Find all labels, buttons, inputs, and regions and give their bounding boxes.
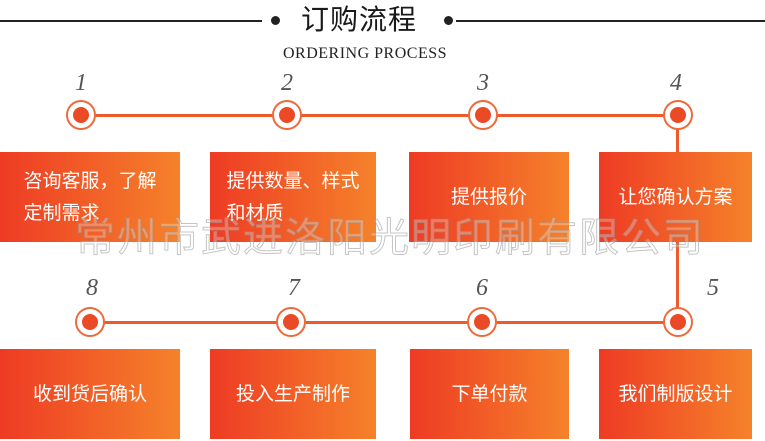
step-node-8 [75,307,105,337]
step-number-2: 2 [281,70,293,96]
step-box-2: 提供数量、样式 和材质 [210,152,376,242]
step-7-label: 投入生产制作 [235,383,350,405]
step-box-3: 提供报价 [409,152,569,242]
step-4-label: 让您确认方案 [618,186,733,208]
step-number-8: 8 [86,275,98,301]
step-1-line-2: 定制需求 [23,202,100,224]
step-number-3: 3 [477,70,489,96]
step-number-5: 5 [707,275,719,301]
step-node-7 [276,307,306,337]
step-2-line-2: 和材质 [226,202,284,224]
step-3-label: 提供报价 [450,186,527,208]
step-number-1: 1 [75,70,87,96]
header-dot-left [271,16,280,25]
step-node-2 [272,100,302,130]
step-1-line-1: 咨询客服，了解 [23,170,157,192]
header-dot-right [444,16,453,25]
header-divider-right [456,20,765,22]
step-node-4 [663,100,693,130]
page-subtitle: ORDERING PROCESS [282,45,448,62]
step-box-1: 咨询客服，了解 定制需求 [0,152,180,242]
step-8-label: 收到货后确认 [32,383,147,405]
step-number-6: 6 [476,275,488,301]
step-box-8: 收到货后确认 [0,349,180,439]
step-box-7: 投入生产制作 [210,349,376,439]
step-box-5: 我们制版设计 [599,349,752,439]
page-title: 订购流程 [300,3,417,36]
step-node-6 [467,307,497,337]
step-5-label: 我们制版设计 [618,383,733,405]
step-node-5 [663,307,693,337]
step-box-4: 让您确认方案 [599,152,752,242]
header-divider-left [0,20,262,22]
step-number-7: 7 [288,275,300,301]
step-node-1 [66,100,96,130]
step-6-label: 下单付款 [451,383,528,405]
top-row-connector [80,114,677,117]
step-2-line-1: 提供数量、样式 [226,170,360,192]
step-box-6: 下单付款 [410,349,569,439]
step-number-4: 4 [670,70,682,96]
bottom-row-connector [89,321,678,324]
step-node-3 [468,100,498,130]
